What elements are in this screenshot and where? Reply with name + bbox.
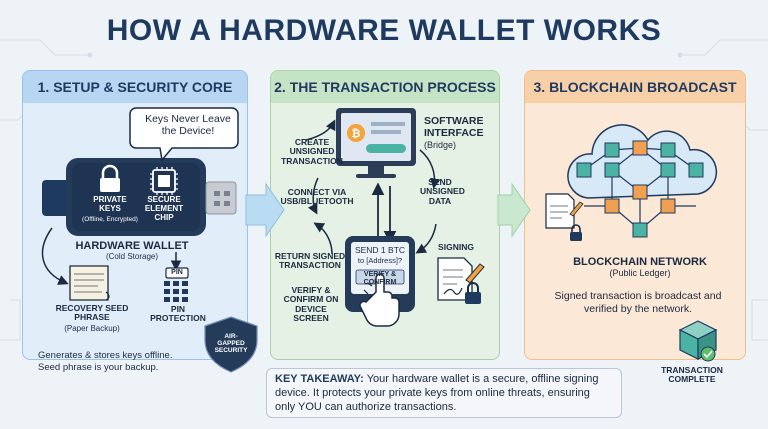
- shield-icon: [204, 316, 258, 373]
- device-line-2: to [Address]?: [357, 256, 403, 265]
- broadcast-description: Signed transaction is broadcast and veri…: [554, 290, 722, 316]
- pin-protection-title: PIN PROTECTION: [150, 304, 206, 324]
- create-transaction-label: CREATE UNSIGNED TRANSACTION: [281, 137, 343, 166]
- speech-bubble: [129, 107, 239, 162]
- seed-phrase-sub: (Paper Backup): [64, 324, 120, 333]
- key-takeaway-text: Your hardware wallet is a secure, offlin…: [275, 373, 599, 413]
- flow-arrow-2: [497, 182, 531, 238]
- flow-arrow-1: [245, 182, 285, 238]
- transaction-complete-label: TRANSACTION COMPLETE: [661, 365, 723, 385]
- setup-footer-text: Generates & stores keys offline. Seed ph…: [38, 350, 173, 373]
- private-keys-label: PRIVATE KEYS: [93, 195, 127, 213]
- return-signed-label: RETURN SIGNED TRANSACTION: [274, 251, 346, 271]
- pin-keypad-icon: [164, 267, 189, 302]
- key-takeaway-box: KEY TAKEAWAY: Your hardware wallet is a …: [266, 368, 622, 418]
- hardware-wallet-icon: [42, 158, 237, 236]
- setup-panel-heading: 1. SETUP & SECURITY CORE: [23, 71, 247, 103]
- software-interface-title: SOFTWARE INTERFACE: [424, 115, 484, 139]
- hardware-wallet-title: HARDWARE WALLET: [75, 240, 189, 252]
- broadcast-panel-heading: 3. BLOCKCHAIN BROADCAST: [525, 71, 745, 103]
- device-line-1: SEND 1 BTC: [354, 245, 406, 255]
- network-nodes: [576, 140, 704, 238]
- connect-label: CONNECT VIA USB/BLUETOOTH: [280, 187, 354, 207]
- seed-phrase-icon: [69, 265, 110, 301]
- private-keys-sub: (Offline, Encrypted): [82, 216, 138, 223]
- pointing-hand-icon: [359, 273, 400, 327]
- transaction-panel-heading: 2. THE TRANSACTION PROCESS: [271, 71, 499, 103]
- speech-bubble-text: Keys Never Leave the Device!: [145, 113, 231, 137]
- pin-tag: PIN: [171, 269, 183, 276]
- send-data-label: SEND UNSIGNED DATA: [420, 177, 465, 206]
- software-interface-sub: (Bridge): [424, 140, 457, 150]
- hardware-wallet-sub: (Cold Storage): [105, 252, 159, 261]
- computer-monitor-icon: ₿: [336, 108, 416, 178]
- seed-phrase-title: RECOVERY SEED PHRASE: [55, 303, 129, 323]
- verify-screen-label: VERIFY & CONFIRM ON DEVICE SCREEN: [283, 285, 339, 324]
- device-verify-button[interactable]: VERIFY & CONFIRM: [363, 271, 397, 286]
- secure-chip-label: SECURE ELEMENT CHIP: [144, 195, 184, 222]
- blockchain-network-title: BLOCKCHAIN NETWORK: [573, 256, 707, 268]
- svg-text:₿: ₿: [352, 128, 361, 140]
- padlock-icon: [465, 282, 481, 304]
- shield-label: AIR-GAPPED SECURITY: [214, 333, 248, 355]
- blockchain-network-sub: (Public Ledger): [609, 268, 671, 278]
- page-title: HOW A HARDWARE WALLET WORKS: [106, 14, 662, 47]
- key-takeaway-label: KEY TAKEAWAY:: [275, 373, 364, 385]
- completed-block-icon: [678, 320, 718, 362]
- signed-document-icon: [545, 193, 584, 241]
- signing-label: SIGNING: [438, 242, 474, 252]
